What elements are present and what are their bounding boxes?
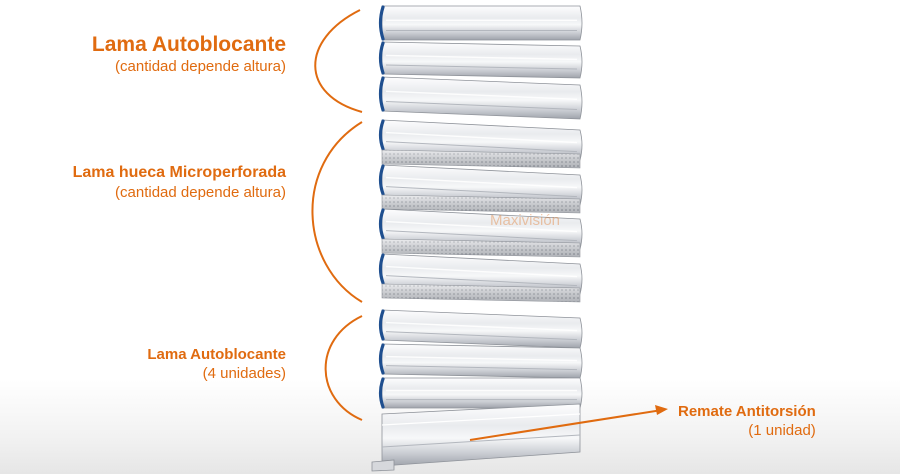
- slat-autoblocante: [381, 6, 583, 40]
- slat-autoblocante: [381, 42, 583, 78]
- watermark: Maxivisión: [490, 212, 560, 229]
- label-top-slats: Lama Autoblocante (cantidad depende altu…: [92, 33, 286, 76]
- arrow-head-icon: [655, 405, 668, 415]
- bracket-top: [315, 10, 362, 112]
- slat-autoblocante-bottom: [381, 378, 583, 408]
- label-middle-slats: Lama hueca Microperforada (cantidad depe…: [73, 163, 286, 203]
- slat-autoblocante-bottom: [381, 310, 583, 348]
- bracket-bottom: [326, 316, 362, 420]
- label-end-rail: Remate Antitorsión (1 unidad): [678, 402, 816, 441]
- label-top-subtitle: (cantidad depende altura): [92, 57, 286, 76]
- end-rail-foot: [372, 460, 394, 471]
- label-end-title: Remate Antitorsión: [678, 402, 816, 421]
- slat-autoblocante: [381, 77, 583, 119]
- label-middle-subtitle: (cantidad depende altura): [73, 183, 286, 203]
- slat-autoblocante-bottom: [381, 344, 583, 378]
- end-rail: [372, 404, 580, 471]
- label-middle-title: Lama hueca Microperforada: [73, 163, 286, 183]
- label-bottom-title: Lama Autoblocante: [147, 345, 286, 364]
- label-top-title: Lama Autoblocante: [92, 33, 286, 57]
- label-end-subtitle: (1 unidad): [678, 421, 816, 441]
- label-bottom-subtitle: (4 unidades): [147, 364, 286, 384]
- bracket-middle: [312, 122, 362, 302]
- slat-stack: [372, 6, 582, 471]
- label-bottom-slats: Lama Autoblocante (4 unidades): [147, 345, 286, 384]
